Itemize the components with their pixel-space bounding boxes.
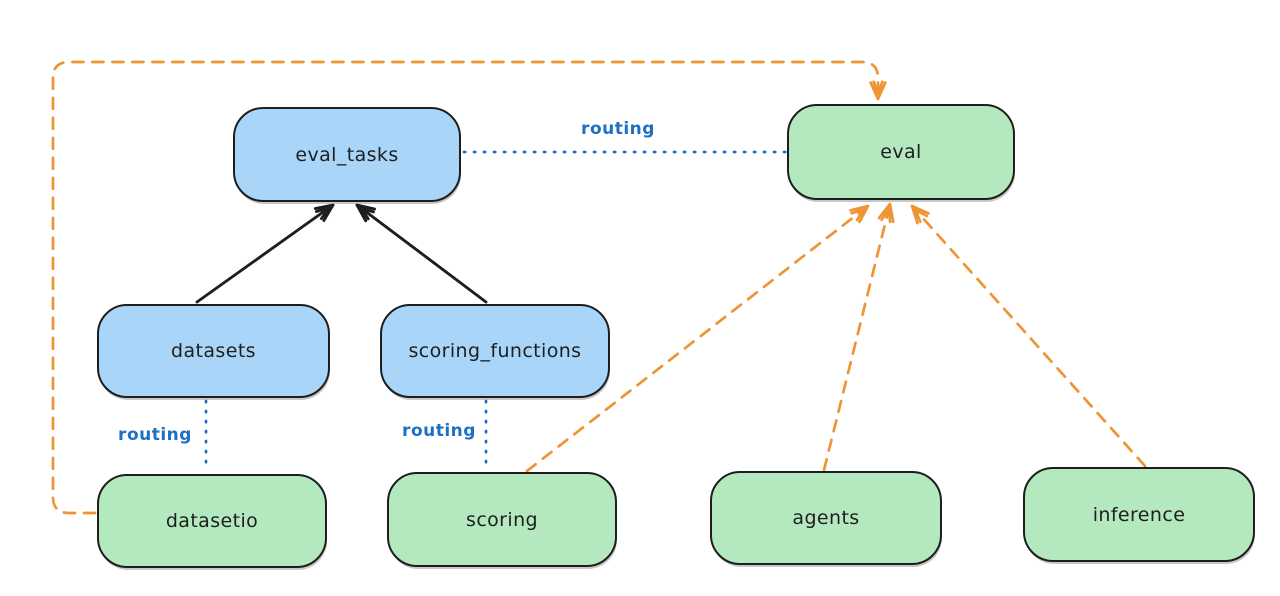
edge-inference-to-eval (910, 204, 1147, 468)
node-scoring_functions: scoring_functions (380, 304, 610, 398)
edge-scoring-to-eval (525, 204, 870, 473)
edge-scoring_functions-to-eval_tasks-arrowhead-0 (355, 203, 376, 223)
edge-inference-to-eval-arrowhead-0 (910, 204, 930, 225)
node-label-inference: inference (1092, 503, 1186, 526)
edge-agents-to-eval (822, 202, 892, 472)
node-label-scoring: scoring (466, 508, 538, 531)
edge-datasetio-to-eval-loop-arrowhead-1 (872, 80, 884, 96)
edge-datasets-to-eval_tasks (195, 203, 335, 304)
node-eval_tasks: eval_tasks (233, 107, 461, 202)
edge-scoring_functions-to-eval_tasks-arrowhead-1 (359, 206, 375, 221)
edge-datasetio-to-eval-loop-arrowhead-0 (869, 81, 887, 101)
edge-datasets-to-eval_tasks-arrowhead-0 (313, 203, 335, 222)
edge-label-datasets-to-datasetio-routing: routing (118, 425, 192, 445)
node-label-datasets: datasets (171, 340, 256, 362)
node-label-datasetio: datasetio (165, 510, 259, 532)
node-agents: agents (710, 471, 942, 565)
node-label-agents: agents (792, 507, 860, 529)
node-label-eval: eval (880, 141, 922, 163)
edge-inference-to-eval-arrowhead-1 (913, 208, 929, 224)
edge-label-eval_tasks-to-eval-routing: routing (581, 119, 655, 139)
node-label-eval_tasks: eval_tasks (295, 143, 399, 166)
edge-scoring_functions-to-eval_tasks (355, 203, 488, 304)
edge-agents-to-eval-arrowhead-0 (877, 202, 895, 224)
edge-datasets-to-eval_tasks-arrowhead-1 (314, 206, 331, 220)
edge-label-scoring_functions-to-scoring-routing: routing (402, 421, 476, 441)
node-eval: eval (787, 104, 1015, 200)
node-datasetio: datasetio (97, 474, 327, 568)
edge-agents-to-eval-arrowhead-1 (880, 207, 892, 224)
node-datasets: datasets (97, 304, 330, 398)
edge-scoring-to-eval-arrowhead-1 (850, 207, 866, 222)
node-inference: inference (1023, 467, 1255, 562)
node-label-scoring_functions: scoring_functions (408, 340, 582, 362)
edge-scoring-to-eval-arrowhead-0 (849, 204, 870, 224)
node-scoring: scoring (387, 472, 617, 567)
edge-datasetio-to-eval-loop (51, 60, 880, 515)
